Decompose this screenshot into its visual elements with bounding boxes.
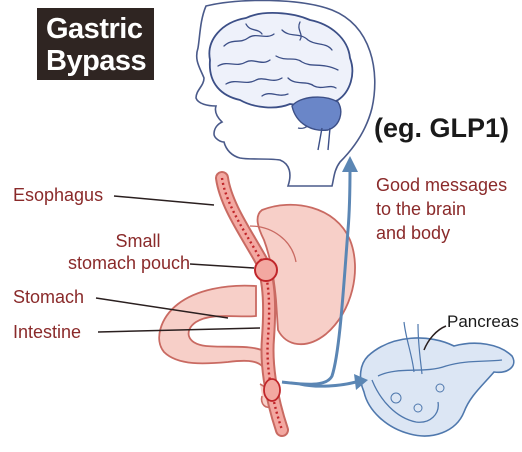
title-line-1: Gastric <box>46 13 154 45</box>
lower-stomach <box>159 286 266 366</box>
small-pouch <box>255 259 277 281</box>
messages-line-1: Good messages <box>376 173 507 197</box>
label-intestine: Intestine <box>13 321 81 343</box>
hormone-label: (eg. GLP1) <box>374 112 509 144</box>
title-box: Gastric Bypass <box>37 8 154 80</box>
leader-small-pouch <box>190 264 254 268</box>
pancreas-body <box>361 338 514 436</box>
title-line-2: Bypass <box>46 45 154 77</box>
label-pancreas: Pancreas <box>447 312 519 332</box>
pancreas-icon <box>361 322 514 436</box>
anastomosis <box>264 379 280 401</box>
label-esophagus: Esophagus <box>13 184 103 206</box>
messages-text: Good messages to the brain and body <box>376 173 507 245</box>
leader-esophagus <box>114 196 214 205</box>
messages-line-2: to the brain <box>376 197 507 221</box>
label-small-pouch-line-1: Small <box>86 230 190 252</box>
signal-arrow-branch <box>300 382 356 386</box>
label-small-pouch-line-2: stomach pouch <box>68 252 190 274</box>
label-stomach: Stomach <box>13 286 84 308</box>
head-with-brain-icon <box>196 0 375 186</box>
messages-line-3: and body <box>376 221 507 245</box>
